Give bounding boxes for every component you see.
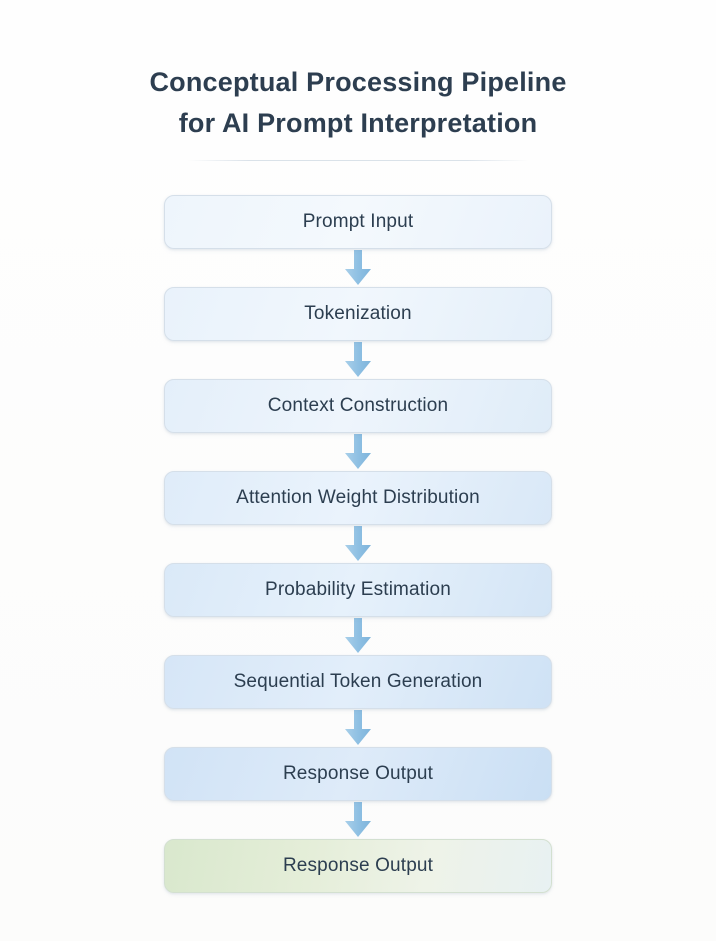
arrow-down-glyph	[345, 618, 371, 653]
flow-node-label: Probability Estimation	[265, 579, 451, 600]
flow-node[interactable]: Prompt Input	[164, 195, 552, 249]
flow-node[interactable]: Tokenization	[164, 287, 552, 341]
arrow-down-glyph	[345, 434, 371, 469]
flow-node-label: Attention Weight Distribution	[236, 487, 480, 508]
arrow-down-icon	[345, 434, 371, 469]
flow-node[interactable]: Probability Estimation	[164, 563, 552, 617]
page-title: Conceptual Processing Pipeline for AI Pr…	[0, 0, 716, 161]
arrow-down-icon	[345, 710, 371, 745]
flow-node-label: Context Construction	[267, 395, 449, 416]
arrow-down-glyph	[345, 710, 371, 745]
page-title-line-2: for AI Prompt Interpretation	[178, 108, 538, 138]
arrow-down-glyph	[345, 342, 371, 377]
flow-node-label: Response Output	[282, 763, 434, 784]
flow-node-label: Response Output	[282, 855, 434, 876]
flow-node[interactable]: Attention Weight Distribution	[164, 471, 552, 525]
flow-node[interactable]: Response Output	[164, 747, 552, 801]
title-divider	[188, 160, 528, 161]
page-title-line-1: Conceptual Processing Pipeline	[149, 67, 567, 97]
flow-node[interactable]: Response Output	[164, 839, 552, 893]
arrow-down-icon	[345, 802, 371, 837]
flow-node[interactable]: Sequential Token Generation	[164, 655, 552, 709]
flow-node-label: Prompt Input	[302, 211, 414, 232]
flow-node-label: Tokenization	[304, 303, 412, 324]
arrow-down-glyph	[345, 250, 371, 285]
arrow-down-glyph	[345, 802, 371, 837]
arrow-down-icon	[345, 618, 371, 653]
flow-node[interactable]: Context Construction	[164, 379, 552, 433]
arrow-down-icon	[345, 342, 371, 377]
arrow-down-icon	[345, 250, 371, 285]
arrow-down-glyph	[345, 526, 371, 561]
arrow-down-icon	[345, 526, 371, 561]
flow-node-label: Sequential Token Generation	[233, 671, 483, 692]
